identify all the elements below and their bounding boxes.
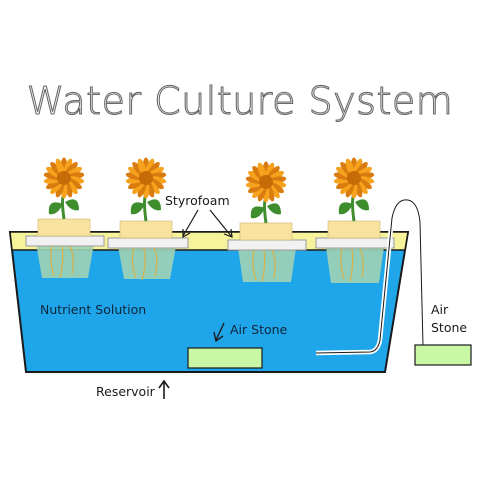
reservoir-arrow [158,379,170,399]
net-pot [25,235,105,279]
flower-leaf [48,202,63,215]
styrofoam-arrows [182,209,233,239]
net-pots [25,235,395,283]
diagram-title: Water Culture System [27,79,454,123]
air-stone-inner [187,347,263,369]
foam-plugs [37,218,381,241]
nutrient-solution-label: Nutrient Solution [40,302,146,317]
flower-leaf [130,202,145,215]
net-pot [107,237,189,281]
flower [245,161,287,224]
air-stone-outer-label-line1: Air [431,302,449,317]
flowers [43,157,375,224]
flower [333,157,375,222]
air-stone-inner-label: Air Stone [230,322,288,337]
flower-center [259,175,273,189]
flower-leaf [250,206,265,219]
flower-center [139,171,153,185]
air-stone-outer-label-line2: Stone [431,320,467,335]
flower [43,157,85,220]
flower-leaf [65,199,79,211]
air-tube-outline [315,199,424,354]
net-pot [227,239,307,283]
flower-leaf [267,203,281,215]
flower-center [57,171,71,185]
flower-leaf [147,199,161,211]
flower-leaf [355,199,369,211]
flower-leaf [338,202,353,215]
net-pot [315,237,395,283]
air-stone-outer [414,344,472,366]
flower [125,157,167,222]
styrofoam-label: Styrofoam [165,193,230,208]
air-stone-inner-arrow [213,322,225,343]
flower-center [347,171,361,185]
reservoir-label: Reservoir [96,384,156,399]
